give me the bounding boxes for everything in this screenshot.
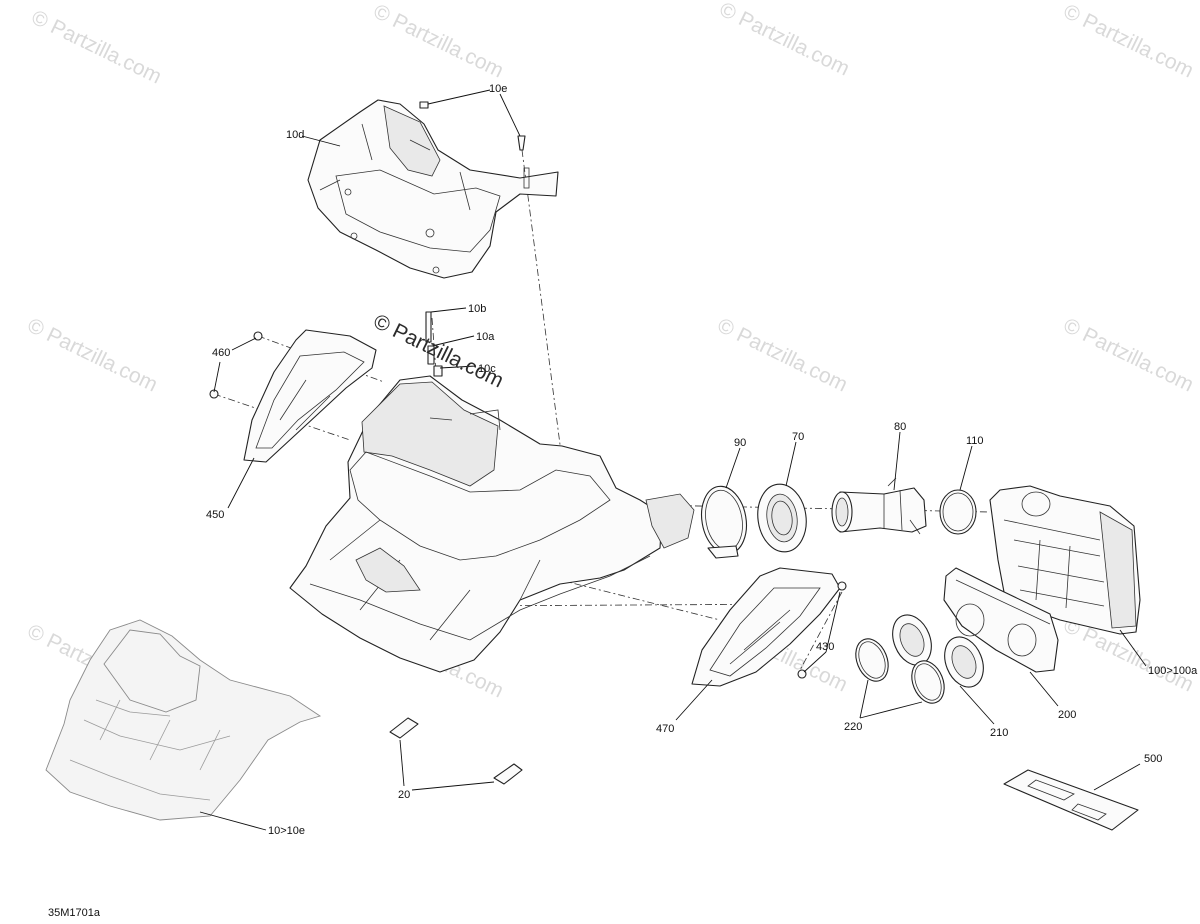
leader-line (959, 445, 973, 491)
upper-cover-part (307, 99, 559, 279)
left-side-panel-part (243, 329, 377, 463)
leader-line (227, 457, 255, 509)
callout-10c: 10c (478, 363, 496, 375)
leader-line (893, 431, 901, 491)
callout-110: 110 (966, 435, 984, 447)
leader-line (1029, 671, 1059, 707)
leader-line (231, 337, 257, 351)
callout-70: 70 (792, 431, 804, 443)
callout-220: 220 (844, 721, 862, 733)
assembly-overview-part (45, 619, 322, 821)
callout-10e: 10e (489, 83, 507, 95)
assembly-line (431, 317, 437, 373)
callout-20: 20 (398, 789, 410, 801)
callout-80: 80 (894, 421, 906, 433)
leader-line (1119, 629, 1147, 667)
leader-line (725, 447, 741, 489)
watermark: © Partzilla.com (716, 0, 853, 81)
watermark: © Partzilla.com (714, 314, 851, 397)
watermark: © Partzilla.com (370, 0, 507, 83)
callout-100-100a: 100>100a (1148, 665, 1198, 677)
leader-line (785, 441, 797, 487)
callout-10-10e: 10>10e (268, 825, 305, 837)
filter-element-part (943, 567, 1059, 673)
fastener-10e (419, 101, 526, 151)
leader-line (199, 811, 267, 831)
leader-line (675, 679, 713, 721)
boot-210-part (892, 614, 984, 688)
diagram-code: 35M1701a (48, 907, 101, 919)
callout-460: 460 (212, 347, 230, 359)
watermark: © Partzilla.com (1060, 0, 1197, 83)
callout-200: 200 (1058, 709, 1076, 721)
plate-20-part (389, 717, 523, 785)
leader-line (803, 651, 827, 673)
pins-10abc (425, 311, 443, 377)
leader-line (411, 781, 495, 791)
center-watermark: © Partzilla.com (370, 310, 507, 393)
leader-line (959, 685, 995, 725)
callout-90: 90 (734, 437, 746, 449)
leader-lines (199, 89, 1147, 831)
leader-line (499, 93, 521, 137)
leader-line (1093, 763, 1141, 791)
screw-430 (797, 581, 847, 679)
leader-line (213, 361, 221, 393)
leader-line (859, 701, 923, 719)
watermark: © Partzilla.com (1060, 314, 1197, 397)
callout-500: 500 (1144, 753, 1162, 765)
assembly-line (649, 504, 991, 513)
clamp-220-part (855, 638, 945, 704)
callout-470: 470 (656, 723, 674, 735)
callout-210: 210 (990, 727, 1008, 739)
plate-500-part (1003, 769, 1139, 831)
oring-110-part (939, 489, 977, 535)
tube-80-part (831, 477, 927, 535)
watermark: © Partzilla.com (24, 314, 161, 397)
filter-housing-part (989, 485, 1141, 635)
screw-460 (209, 331, 263, 399)
leader-line (399, 739, 405, 787)
callout-10a: 10a (476, 331, 495, 343)
callout-10d: 10d (286, 129, 304, 141)
callout-10b: 10b (468, 303, 486, 315)
leader-line (859, 679, 869, 719)
leader-line (439, 365, 477, 369)
leader-line (430, 307, 467, 313)
watermark: © Partzilla.com (28, 6, 165, 89)
assembly-line (559, 579, 721, 621)
callout-450: 450 (206, 509, 224, 521)
leader-line (301, 135, 341, 147)
callout-labels: 10e 10d 10b 10a 10c 460 450 90 70 80 110… (206, 83, 1198, 837)
callout-430: 430 (816, 641, 834, 653)
sleeve-70-part (757, 483, 807, 553)
clamp-90-part (700, 485, 748, 559)
assembly-line (521, 149, 563, 461)
right-side-panel-part (691, 567, 841, 687)
leader-line (427, 89, 491, 105)
leader-line (431, 335, 475, 347)
leader-line (825, 591, 841, 653)
main-airbox-part (289, 375, 695, 673)
